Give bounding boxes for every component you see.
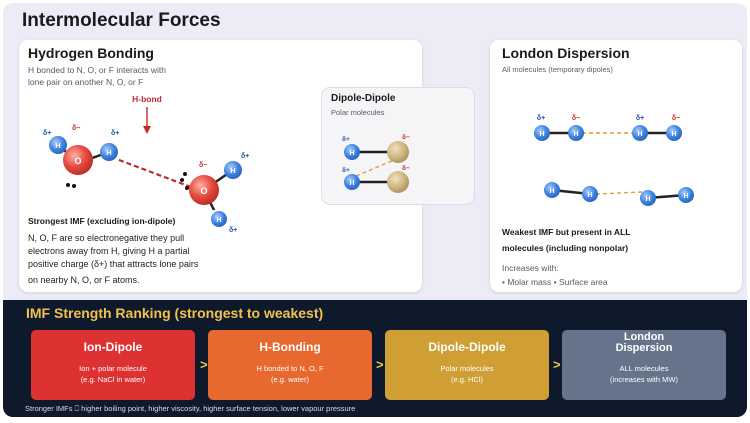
- london-dispersion-subtitle: All molecules (temporary dipoles): [502, 65, 613, 74]
- strongest-imf-label: Strongest IMF (excluding ion-dipole): [28, 216, 176, 226]
- svg-text:δ−: δ−: [402, 134, 410, 141]
- hydrogen-bonding-body-1: N, O, F are so electronegative they pull: [28, 233, 185, 243]
- hydrogen-atom: [678, 187, 694, 203]
- rank-london-name-1: London: [623, 331, 665, 343]
- charge-positive: δ+: [241, 153, 249, 160]
- dipole-dipole-illustration: H H δ+ δ− δ+ δ−: [342, 134, 410, 193]
- charge-positive: δ+: [43, 130, 51, 137]
- rank-h-bonding-example: (e.g. water): [271, 375, 309, 384]
- rank-ion-dipole-name: Ion-Dipole: [83, 340, 143, 354]
- dipole-dipole-title: Dipole-Dipole: [331, 93, 396, 104]
- svg-text:H: H: [587, 192, 592, 199]
- rank-london-example: (increases with MW): [610, 375, 678, 384]
- svg-text:H: H: [671, 131, 676, 138]
- hydrogen-bonding-title: Hydrogen Bonding: [28, 45, 154, 61]
- dispersion-attraction-line: [595, 191, 643, 195]
- rank-dipole-dipole-example: (e.g. HCl): [450, 375, 484, 384]
- rank-ion-dipole-desc: Ion + polar molecule: [79, 364, 147, 373]
- svg-text:H: H: [573, 131, 578, 138]
- page-title: Intermolecular Forces: [22, 10, 221, 31]
- dipole-dipole-subtitle: Polar molecules: [331, 108, 385, 117]
- charge-negative: δ−: [72, 125, 80, 132]
- hydrogen-bonding-body-4: on nearby N, O, or F atoms.: [28, 275, 140, 285]
- ranking-footnote: Stronger IMFs ⎕ higher boiling point, hi…: [25, 404, 356, 413]
- svg-text:H: H: [637, 131, 642, 138]
- increases-with-factors: • Molar mass • Surface area: [502, 277, 608, 287]
- hydrogen-atom: [544, 182, 560, 198]
- hydrogen-bonding-subtitle-1: H bonded to N, O, or F interacts with: [28, 65, 166, 75]
- hydrogen-atom-lower: H δ+: [211, 211, 237, 234]
- svg-text:δ+: δ+: [229, 227, 237, 234]
- rank-separator: >: [200, 357, 208, 372]
- hydrogen-bonding-subtitle-2: lone pair on another N, O, or F: [28, 77, 144, 87]
- svg-text:H: H: [645, 196, 650, 203]
- rank-dipole-dipole: Dipole-Dipole Polar molecules (e.g. HCl): [385, 330, 549, 400]
- ranking-title: IMF Strength Ranking (strongest to weake…: [26, 305, 324, 321]
- hydrogen-atom: [632, 125, 648, 141]
- svg-text:δ+: δ+: [636, 115, 644, 122]
- oxygen-atom: [189, 175, 219, 205]
- svg-text:H: H: [539, 131, 544, 138]
- increases-with-label: Increases with:: [502, 263, 559, 273]
- weakest-imf-line-2: molecules (including nonpolar): [502, 243, 629, 253]
- hydrogen-atom: [49, 136, 67, 154]
- svg-text:H: H: [683, 193, 688, 200]
- chlorine-atom: [387, 141, 409, 163]
- rank-dipole-dipole-desc: Polar molecules: [440, 364, 494, 373]
- svg-text:δ+: δ+: [342, 167, 350, 174]
- svg-text:H: H: [216, 217, 221, 224]
- rank-separator: >: [376, 357, 384, 372]
- london-dispersion-title: London Dispersion: [502, 45, 630, 61]
- hydrogen-atom: [344, 144, 360, 160]
- rank-dipole-dipole-name: Dipole-Dipole: [428, 340, 506, 354]
- svg-text:δ+: δ+: [537, 115, 545, 122]
- hydrogen-atom: [640, 190, 656, 206]
- london-dispersion-illustration: H H H H δ+ δ− δ+ δ− H H H H: [534, 115, 694, 206]
- rank-h-bonding-name: H-Bonding: [259, 340, 321, 354]
- hydrogen-atom: [534, 125, 550, 141]
- rank-h-bonding: H-Bonding H bonded to N, O, F (e.g. wate…: [208, 330, 372, 400]
- svg-text:H: H: [349, 180, 354, 187]
- weakest-imf-line-1: Weakest IMF but present in ALL: [502, 227, 631, 237]
- svg-text:H: H: [106, 148, 111, 157]
- svg-text:H: H: [230, 166, 235, 175]
- hydrogen-atom: [344, 174, 360, 190]
- london-dispersion-card: London Dispersion All molecules (tempora…: [490, 40, 742, 292]
- rank-ion-dipole: Ion-Dipole Ion + polar molecule (e.g. Na…: [31, 330, 195, 400]
- hydrogen-atom: [100, 143, 118, 161]
- hydrogen-bonding-body-2: electrons away from H, giving H a partia…: [28, 246, 190, 256]
- rank-london-name-2: Dispersion: [615, 342, 673, 354]
- rank-ion-dipole-example: (e.g. NaCl in water): [80, 375, 146, 384]
- dipole-attraction-line: [355, 159, 395, 177]
- hydrogen-atom: [582, 186, 598, 202]
- oxygen-atom: [63, 145, 93, 175]
- charge-negative: δ−: [199, 162, 207, 169]
- page: Intermolecular Forces Hydrogen Bonding H…: [3, 3, 747, 417]
- svg-text:δ+: δ+: [342, 136, 350, 143]
- rank-london-desc: ALL molecules: [619, 364, 669, 373]
- hbond-label: H-bond: [132, 94, 162, 104]
- svg-text:H: H: [349, 150, 354, 157]
- charge-positive: δ+: [111, 130, 119, 137]
- hydrogen-bonding-body-3: positive charge (δ+) that attracts lone …: [28, 259, 199, 269]
- rank-h-bonding-desc: H bonded to N, O, F: [256, 364, 324, 373]
- rank-separator: >: [553, 357, 561, 372]
- svg-text:O: O: [74, 156, 81, 166]
- hydrogen-atom: [666, 125, 682, 141]
- hydrogen-atom: [568, 125, 584, 141]
- hydrogen-atom: [224, 161, 242, 179]
- chlorine-atom: [387, 171, 409, 193]
- svg-text:H: H: [55, 141, 60, 150]
- imf-ranking-panel: IMF Strength Ranking (strongest to weake…: [3, 300, 747, 417]
- svg-text:O: O: [200, 186, 207, 196]
- dipole-dipole-card: Dipole-Dipole Polar molecules H H δ+ δ−: [321, 87, 475, 205]
- rank-london-dispersion: London Dispersion ALL molecules (increas…: [562, 330, 726, 400]
- svg-text:δ−: δ−: [402, 165, 410, 172]
- svg-text:H: H: [549, 188, 554, 195]
- hydrogen-bond-line: [118, 158, 200, 192]
- hbond-arrow-head: [143, 126, 151, 134]
- svg-text:δ−: δ−: [672, 115, 680, 122]
- hydrogen-bond-illustration: H-bond H O H δ+ δ− δ+ O: [43, 94, 249, 210]
- svg-text:δ−: δ−: [572, 115, 580, 122]
